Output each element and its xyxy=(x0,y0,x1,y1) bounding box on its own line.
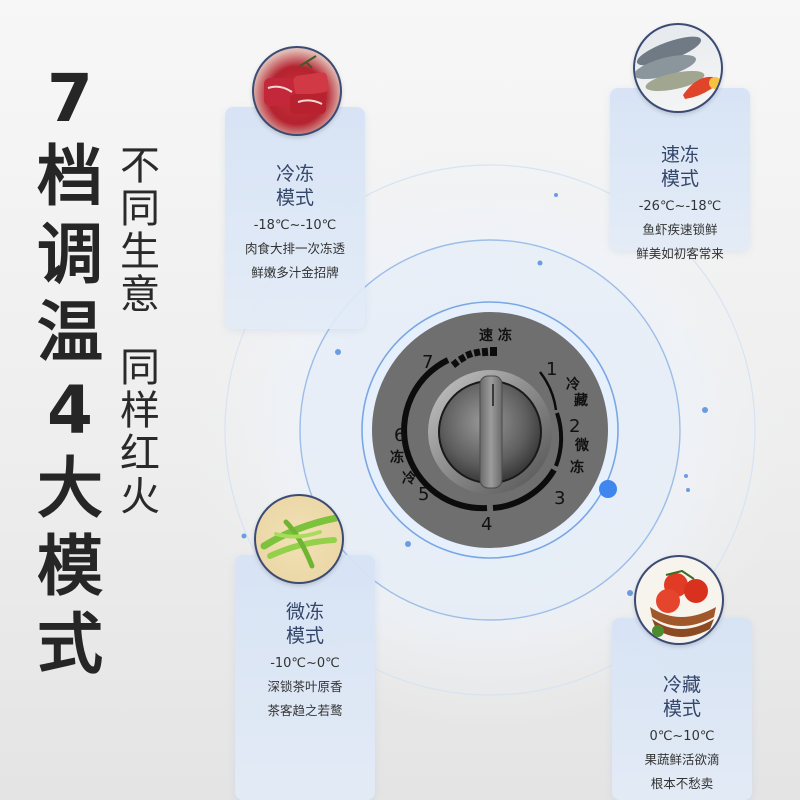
mode-desc: 根本不愁卖 xyxy=(650,776,714,791)
headline-char: 大 xyxy=(37,450,103,527)
headline-char: 档 xyxy=(37,138,103,215)
mode-title: 模式 xyxy=(275,187,314,209)
mode-desc: 深锁茶叶原香 xyxy=(267,679,343,694)
headline-char: 7 xyxy=(47,60,93,137)
subheadline-char: 意 xyxy=(120,272,160,318)
dial-number-7: 7 xyxy=(422,352,433,373)
mode-title: 模式 xyxy=(660,168,699,190)
dial-number-3: 3 xyxy=(554,488,565,509)
mode-card-freeze: 冷冻 模式 -18℃~-10℃ 肉食大排一次冻透 鲜嫩多汁金招牌 xyxy=(225,107,365,329)
subheadline-char: 同 xyxy=(120,186,160,232)
subheadline-char: 同 xyxy=(120,345,160,391)
dial-number-2: 2 xyxy=(569,416,580,437)
dial-number-4: 4 xyxy=(481,514,492,535)
mode-range: -26℃~-18℃ xyxy=(638,199,722,214)
subheadline-char: 生 xyxy=(120,229,160,275)
mode-desc: 鲜美如初客常来 xyxy=(636,246,724,261)
subheadline-char: 红 xyxy=(120,431,160,477)
mode-card-micro-freeze: 微冻 模式 -10℃~0℃ 深锁茶叶原香 茶客趋之若鹜 xyxy=(235,555,375,800)
subheadline-char: 火 xyxy=(120,474,160,520)
mode-desc: 果蔬鲜活欲滴 xyxy=(644,752,720,767)
mode-desc: 茶客趋之若鹜 xyxy=(267,703,343,718)
fish-shrimp-image xyxy=(633,23,723,113)
dial-number-1: 1 xyxy=(546,359,557,380)
mode-range: -10℃~0℃ xyxy=(270,656,340,671)
mode-range: 0℃~10℃ xyxy=(649,729,715,744)
dial-label-quick-freeze: 速 冻 xyxy=(479,327,512,344)
mode-range: -18℃~-10℃ xyxy=(253,218,337,233)
tea-leaves-image xyxy=(254,494,344,584)
dial-label-micro: 微 xyxy=(574,437,590,454)
headline-char: 调 xyxy=(37,216,103,293)
dial-number-5: 5 xyxy=(418,484,429,505)
subheadline-char: 样 xyxy=(120,388,160,434)
mode-title: 冷冻 xyxy=(275,163,314,185)
mode-title: 模式 xyxy=(285,625,324,647)
dial-label-freeze: 冷 xyxy=(402,470,416,487)
headline: 7 档 调 温 4 大 模 式 xyxy=(30,60,110,684)
mode-desc: 鲜嫩多汁金招牌 xyxy=(251,265,339,280)
tomatoes-bowl-image xyxy=(634,555,724,645)
headline-char: 4 xyxy=(47,372,93,449)
mode-card-quick-freeze: 速冻 模式 -26℃~-18℃ 鱼虾疾速锁鲜 鲜美如初客常来 xyxy=(610,88,750,261)
headline-char: 模 xyxy=(37,528,103,605)
headline-char: 温 xyxy=(37,294,103,371)
meat-steak-image xyxy=(252,46,342,136)
dial-label-micro: 冻 xyxy=(570,459,584,476)
dial-number-6: 6 xyxy=(394,425,405,446)
subheadline-char: 不 xyxy=(120,143,160,189)
mode-desc: 肉食大排一次冻透 xyxy=(244,241,345,256)
mode-card-refrigerate: 冷藏 模式 0℃~10℃ 果蔬鲜活欲滴 根本不愁卖 xyxy=(612,618,752,800)
headline-char: 式 xyxy=(37,606,103,683)
dial-label-refrigerate: 冷 xyxy=(566,376,580,393)
dial-label-freeze: 冻 xyxy=(390,449,404,466)
subheadline: 不 同 生 意 同 样 红 火 xyxy=(115,145,165,519)
mode-desc: 鱼虾疾速锁鲜 xyxy=(642,222,718,237)
mode-title: 冷藏 xyxy=(662,674,701,696)
mode-title: 模式 xyxy=(662,698,701,720)
dial-label-refrigerate: 藏 xyxy=(574,392,588,409)
mode-title: 微冻 xyxy=(285,601,324,623)
mode-title: 速冻 xyxy=(660,144,699,166)
